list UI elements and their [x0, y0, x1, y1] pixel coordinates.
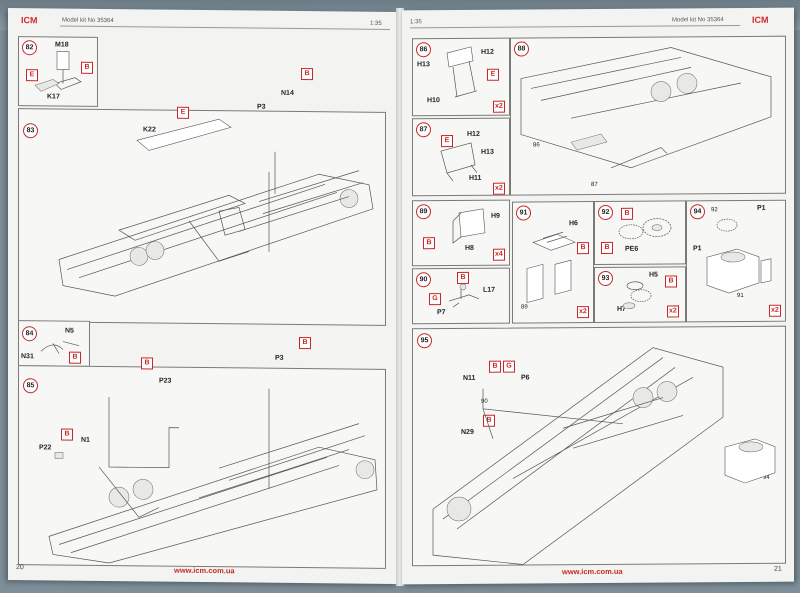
kit-number-left: Model kit No 35364 [62, 17, 114, 25]
step-82-drawing [34, 51, 82, 92]
step-85-chassis-drawing [48, 388, 378, 564]
step-83-chassis-drawing [58, 118, 374, 297]
scale-right: 1:35 [410, 19, 422, 26]
step-92-panel: 92 B B PE6 [594, 200, 686, 266]
part-label: P3 [257, 103, 266, 111]
step-88-panel: 88 86 87 [510, 35, 786, 196]
step-95-chassis-drawing [432, 347, 776, 565]
header-rule [60, 25, 390, 30]
step-86-panel: 86 H12 H13 H10 E x2 [412, 37, 510, 117]
page-number-left: 20 [16, 564, 24, 572]
part-label: P3 [275, 354, 284, 362]
step-82-panel: 82 M18 E B K17 [18, 36, 98, 107]
left-page: ICM Model kit No 35364 1:35 82 M18 E B K… [8, 7, 397, 585]
step-84-panel: 84 N5 N31 B [18, 320, 90, 367]
step-85-panel: 85 P23 P3 N1 P22 B B B [18, 337, 386, 569]
paint-code-tag: B [301, 68, 313, 81]
header-rule [410, 25, 740, 29]
step-86-drawing [446, 46, 478, 98]
right-page: 1:35 Model kit No 35364 ICM 86 H12 H13 H… [402, 7, 794, 585]
step-93-panel: 93 H5 B H7 x2 [594, 266, 686, 324]
scale-left: 1:35 [370, 20, 382, 27]
step-83-panel: 83 K22 E P3 N14 B [18, 68, 386, 326]
step-94-panel: 94 P1 P1 92 91 x2 [686, 199, 786, 323]
website-url-right: www.icm.com.ua [562, 566, 623, 577]
step-93-drawing [622, 281, 652, 310]
icm-logo: ICM [21, 15, 38, 26]
step-91-drawing [526, 231, 576, 303]
step-87-panel: 87 H12 H13 H11 E x2 [412, 117, 510, 197]
step-95-panel: 95 N11 P6 N29 B G B 90 94 [412, 325, 786, 567]
page-number-right: 21 [774, 565, 782, 573]
part-label: N14 [281, 89, 294, 97]
step-89-drawing [452, 208, 486, 244]
book-spine [396, 8, 404, 586]
icm-logo: ICM [752, 14, 769, 25]
kit-number-right: Model kit No 35364 [672, 17, 724, 24]
website-url-left: www.icm.com.ua [174, 565, 235, 576]
step-89-panel: 89 H9 H8 B x4 [412, 199, 510, 267]
step-94-drawing [706, 218, 772, 294]
step-90-drawing [448, 283, 480, 308]
step-91-panel: 91 H6 B 89 x2 [512, 201, 594, 324]
step-87-drawing [440, 142, 478, 182]
step-88-chassis-drawing [520, 47, 772, 169]
step-84-drawing [40, 341, 80, 354]
step-90-panel: 90 B G L17 P7 [412, 267, 510, 325]
step-92-drawing [618, 218, 672, 240]
paint-code-tag: B [299, 337, 311, 350]
